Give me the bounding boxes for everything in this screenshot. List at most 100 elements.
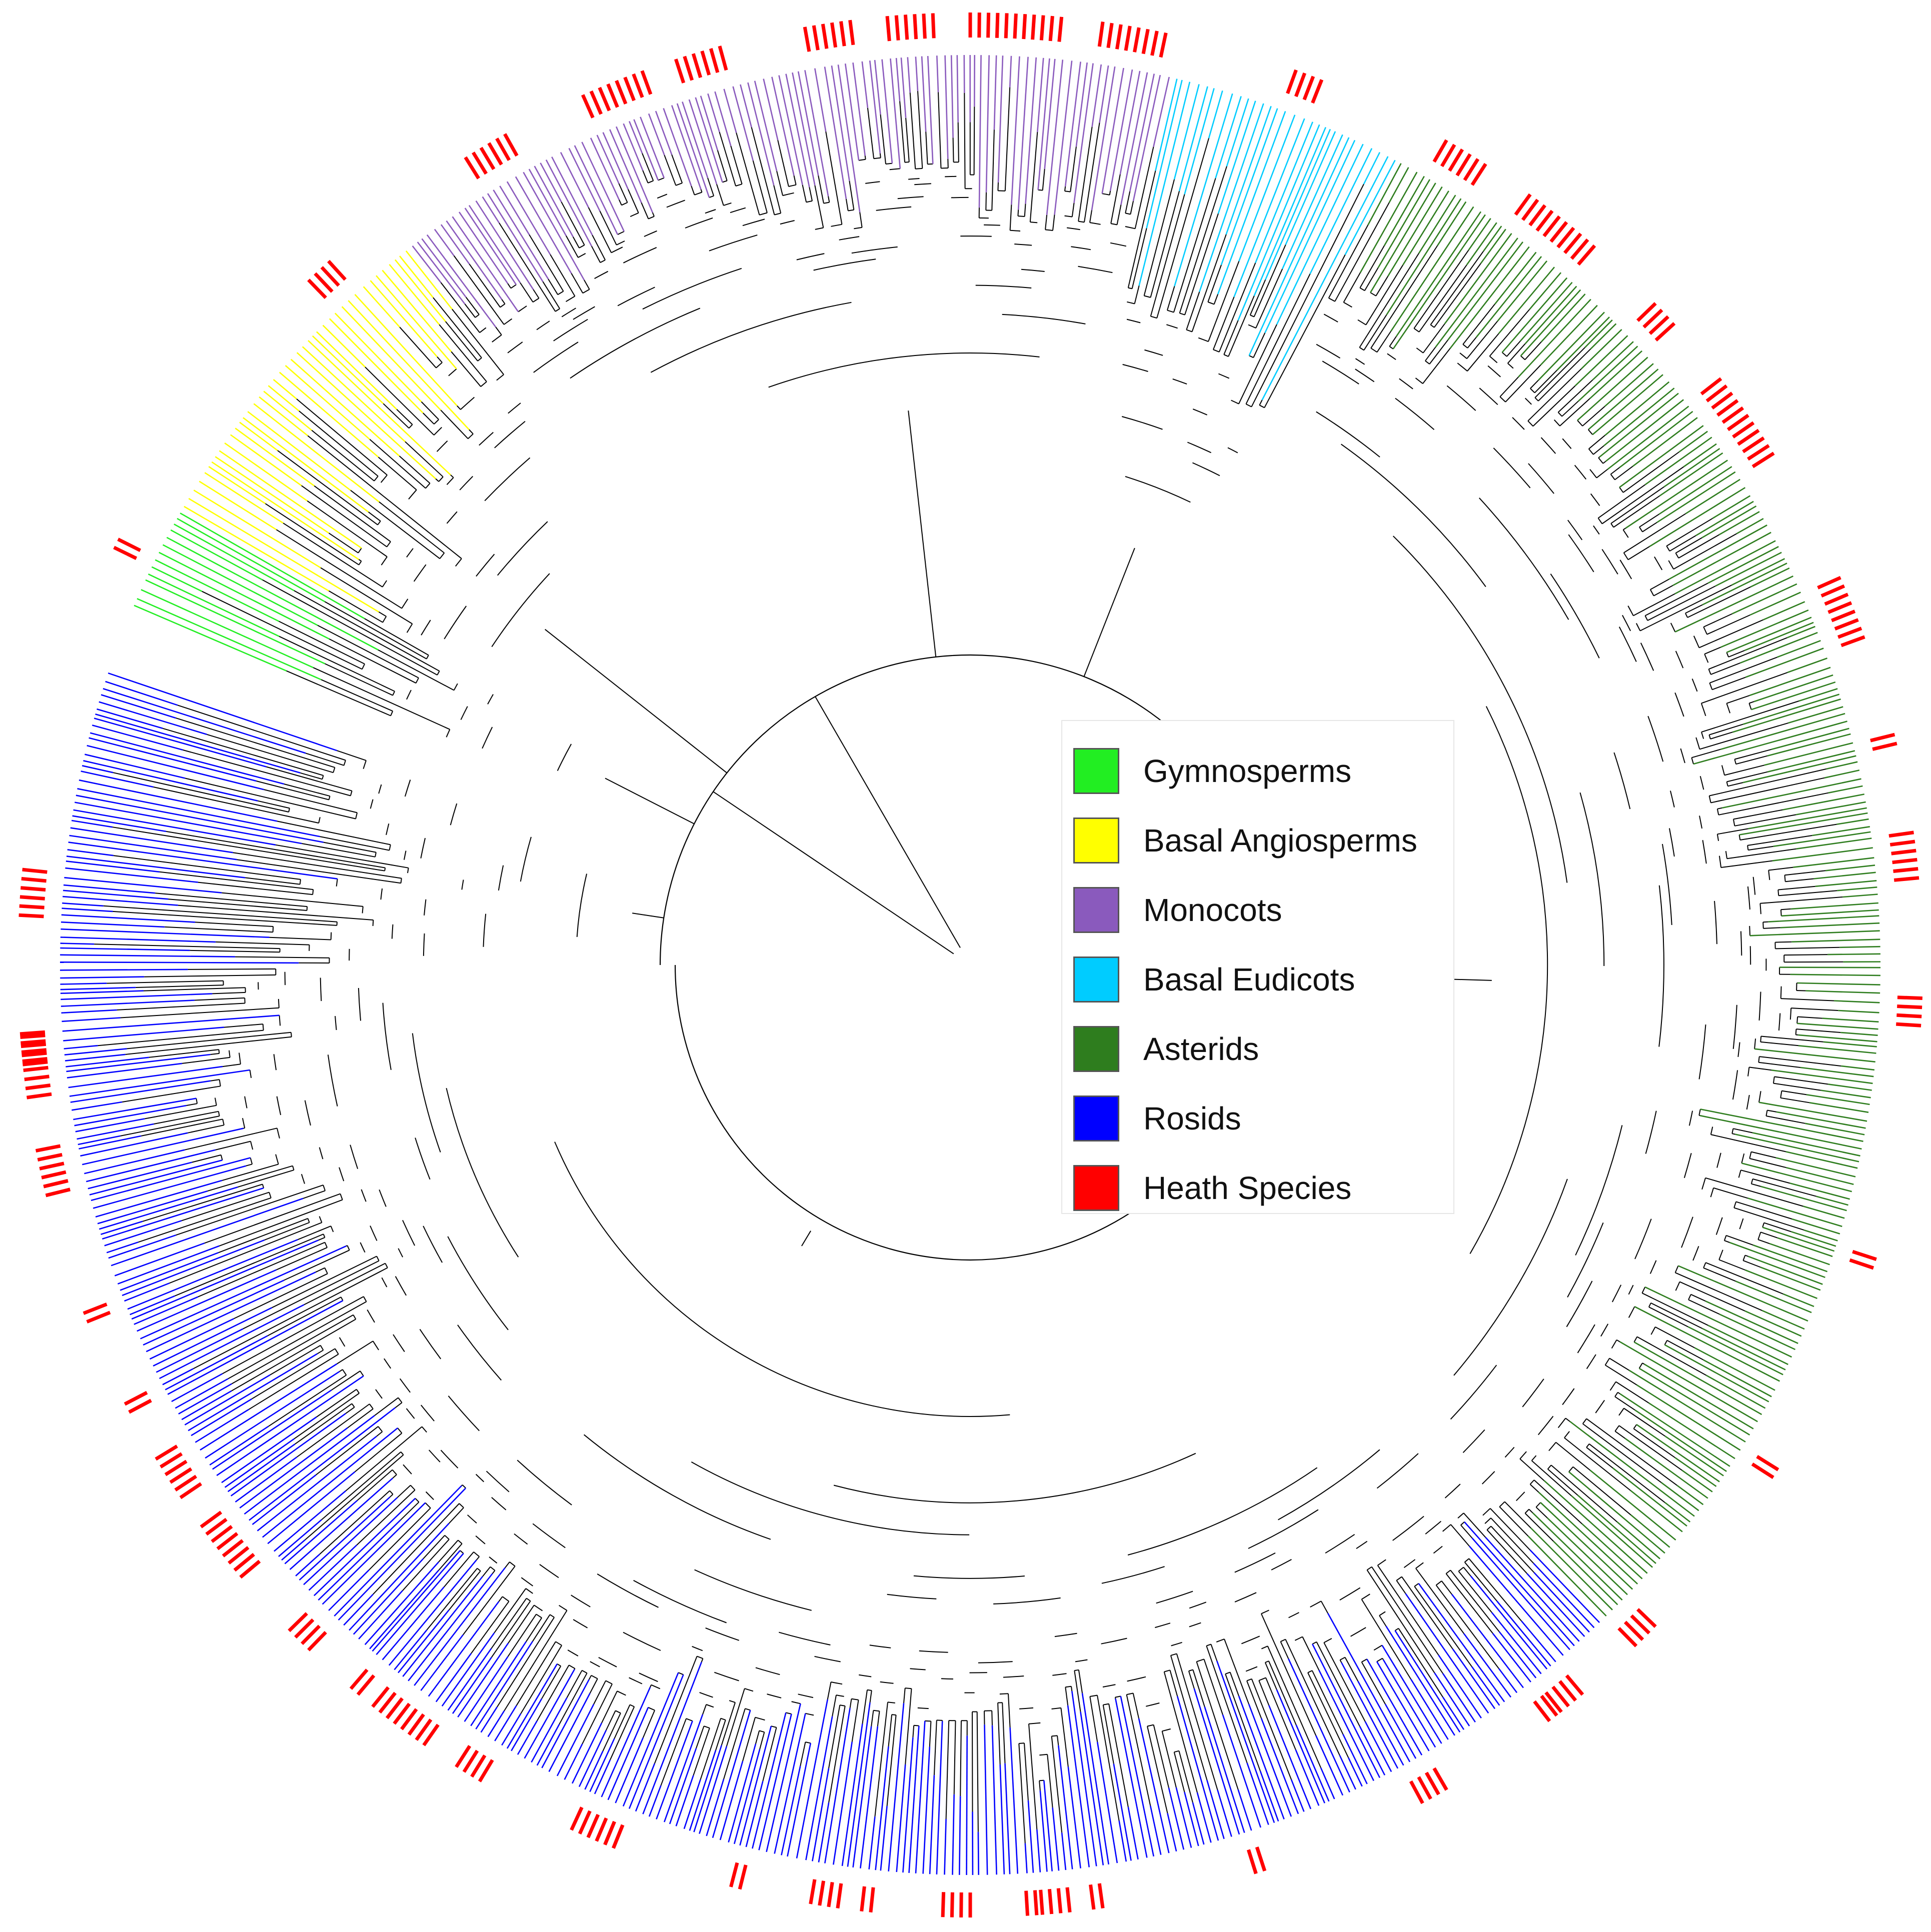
tree-tip — [244, 1415, 375, 1515]
tree-branch — [508, 1604, 535, 1644]
tree-branch — [1529, 1484, 1539, 1493]
tree-branch — [1401, 1576, 1453, 1650]
tree-branch — [1375, 276, 1389, 296]
branch-arc — [1548, 1442, 1556, 1452]
tree-branch — [365, 366, 435, 436]
tree-tip — [1071, 1691, 1097, 1866]
tree-branch — [1253, 244, 1286, 318]
branch-arc — [805, 1742, 811, 1744]
tree-tip — [1628, 1370, 1746, 1442]
heath-mark — [827, 1882, 834, 1908]
tree-tip — [1798, 1045, 1876, 1054]
tree-tip — [199, 480, 277, 530]
branch-arc — [277, 1128, 280, 1139]
tree-branch — [755, 1730, 760, 1744]
tree-branch — [331, 1370, 361, 1391]
tree-tip — [394, 1629, 428, 1670]
tree-tip — [88, 1162, 193, 1190]
tree-tip — [1091, 66, 1116, 210]
tree-tip — [1146, 80, 1183, 228]
tree-tip — [596, 134, 620, 184]
heath-mark — [1751, 452, 1775, 468]
heath-mark — [25, 1084, 51, 1090]
tree-branch — [1359, 245, 1385, 288]
tree-branch — [1588, 1444, 1665, 1503]
tree-tip — [1790, 974, 1880, 976]
branch-arc — [370, 799, 374, 809]
heath-mark — [869, 1887, 875, 1912]
tree-tip — [372, 1550, 461, 1652]
branch-arc — [446, 477, 454, 485]
branch-arc — [889, 168, 900, 170]
branch-arc — [1754, 1038, 1756, 1049]
heath-mark — [1577, 244, 1596, 266]
branch-arc — [484, 457, 531, 502]
tree-branch — [1462, 304, 1495, 345]
branch-arc — [1668, 828, 1675, 857]
tree-branch — [1467, 333, 1499, 372]
tree-branch — [773, 185, 782, 214]
tree-branch — [1084, 122, 1100, 222]
tree-tip — [66, 1056, 150, 1068]
branch-arc — [381, 1277, 388, 1288]
tree-tip — [1823, 1041, 1877, 1048]
branch-arc — [482, 726, 493, 749]
branch-arc — [336, 922, 338, 926]
branch-arc — [1433, 1546, 1443, 1554]
branch-arc — [1323, 314, 1338, 322]
tree-tip — [890, 58, 901, 169]
tree-tip — [1748, 807, 1867, 830]
branch-arc — [1469, 706, 1548, 1254]
heath-mark — [1432, 1767, 1448, 1791]
heath-mark — [1033, 1890, 1039, 1916]
branch-arc — [1446, 385, 1476, 411]
heath-mark — [941, 1892, 946, 1918]
tree-branch — [374, 1397, 399, 1416]
branch-arc — [1089, 222, 1101, 225]
branch-arc — [755, 1667, 780, 1676]
tree-tip — [1527, 1536, 1607, 1616]
branch-arc — [319, 1147, 324, 1160]
tree-tip — [1712, 495, 1751, 519]
branch-arc — [1019, 1742, 1025, 1744]
branch-arc — [1457, 362, 1468, 372]
branch-arc — [459, 476, 474, 490]
branch-arc — [805, 1712, 814, 1716]
tree-tips — [60, 54, 1881, 1876]
tree-tip — [1624, 1438, 1708, 1499]
branch-arc — [382, 580, 388, 588]
branch-arc — [1064, 215, 1072, 218]
branch-arc — [699, 1692, 713, 1698]
heath-mark — [1048, 16, 1054, 42]
tree-tip — [622, 1672, 679, 1806]
tree-tip — [1571, 1495, 1653, 1568]
branch-arc — [873, 157, 881, 160]
tree-branch — [1534, 347, 1585, 398]
tree-tip — [1216, 1660, 1275, 1823]
heath-mark — [700, 50, 711, 76]
branch-arc — [461, 880, 464, 890]
branch-arc — [335, 1348, 339, 1354]
tree-tip — [628, 121, 643, 154]
branch-arc — [288, 808, 290, 812]
tree-branch — [877, 1711, 880, 1726]
tree-branch — [392, 1474, 397, 1479]
tree-branch — [299, 410, 379, 477]
tree-tip — [1363, 152, 1380, 184]
tree-tip — [754, 80, 778, 172]
tree-branch — [984, 1710, 985, 1725]
branch-arc — [1716, 808, 1719, 816]
branch-arc — [244, 1096, 248, 1108]
branch-arc — [533, 342, 579, 373]
tree-branch — [1083, 548, 1135, 677]
tree-tip — [1451, 1594, 1524, 1688]
branch-arc — [1415, 1562, 1424, 1569]
tree-tip — [1043, 1780, 1053, 1872]
tree-tip — [676, 103, 710, 198]
tree-tip — [1836, 818, 1869, 825]
tree-branch — [1260, 1613, 1317, 1736]
tree-branch — [1564, 1437, 1631, 1491]
branch-arc — [1014, 244, 1032, 246]
branch-arc — [1003, 1676, 1024, 1678]
tree-branch — [1642, 522, 1657, 532]
